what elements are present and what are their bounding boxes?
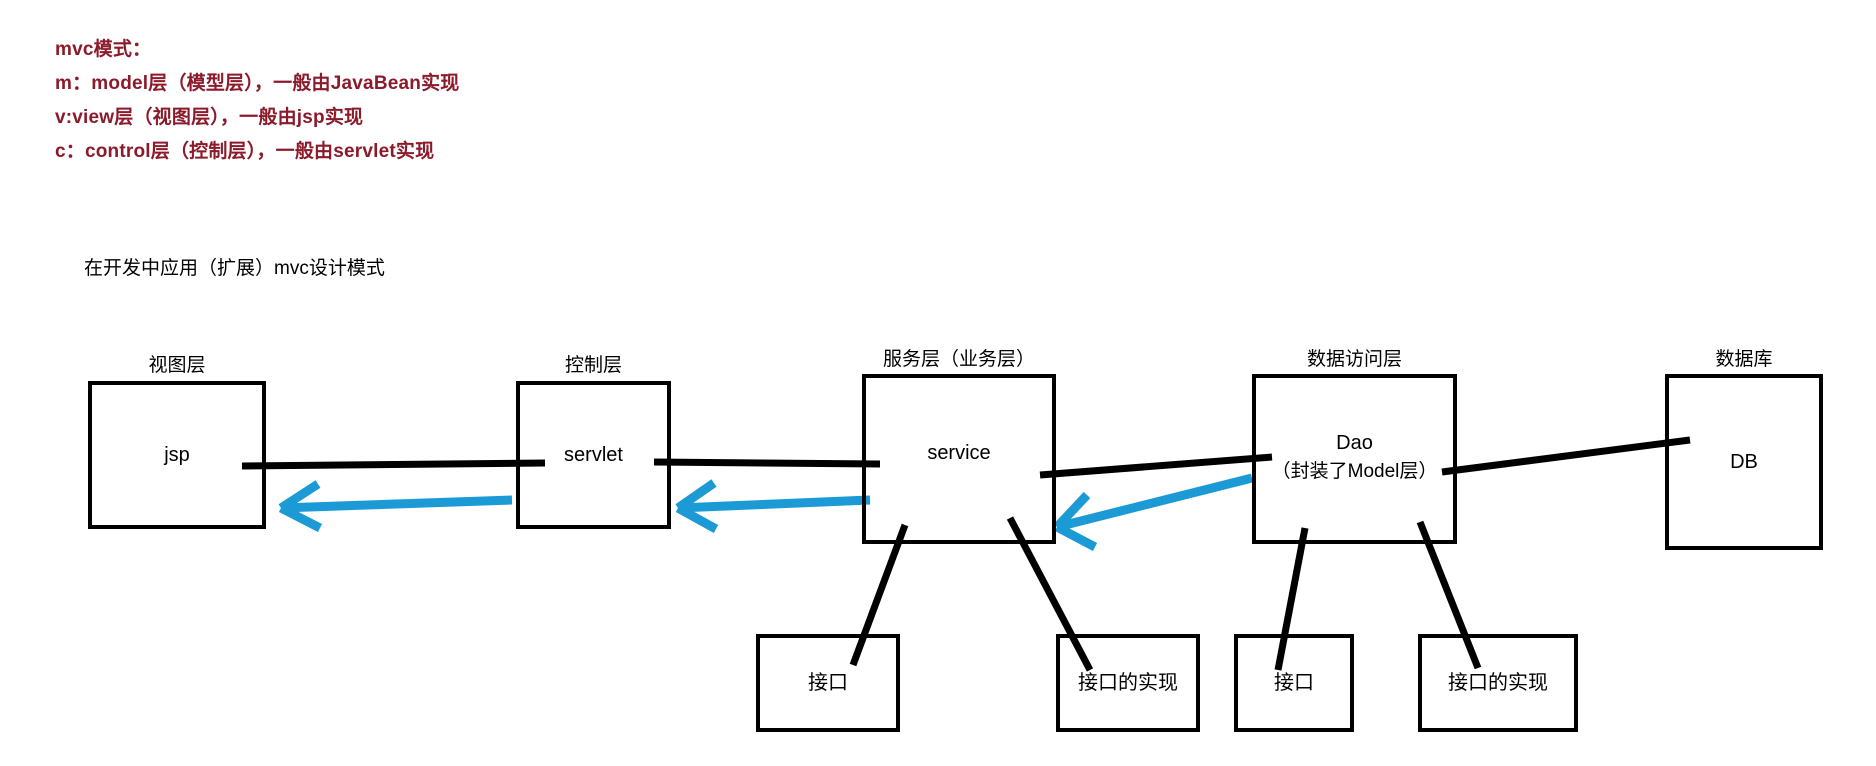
node-db-label: DB — [1730, 451, 1758, 473]
node-dao-label: Dao — [1336, 432, 1373, 454]
note-line-model: m：model层（模型层），一般由JavaBean实现 — [55, 73, 460, 94]
node-service-interface[interactable]: 接口 — [756, 634, 900, 732]
node-service-implementation-label: 接口的实现 — [1078, 672, 1178, 694]
note-line-view: v:view层（视图层），一般由jsp实现 — [55, 107, 364, 128]
node-dao[interactable]: Dao （封装了Model层） — [1252, 374, 1457, 544]
node-jsp[interactable]: jsp — [88, 381, 266, 529]
node-jsp-label: jsp — [164, 444, 190, 466]
node-db[interactable]: DB — [1665, 374, 1823, 550]
caption-data-access-layer: 数据访问层 — [1306, 349, 1402, 370]
arrow-dao-to-service — [1053, 473, 1254, 551]
return-flow-arrows — [278, 473, 1254, 551]
node-service-label: service — [927, 442, 991, 464]
node-service-interface-label: 接口 — [808, 672, 848, 694]
tether-dao-impl — [1416, 520, 1482, 670]
node-dao-implementation-label: 接口的实现 — [1448, 672, 1548, 694]
node-dao-implementation[interactable]: 接口的实现 — [1418, 634, 1578, 732]
node-servlet-label: servlet — [564, 444, 623, 466]
node-service-implementation[interactable]: 接口的实现 — [1056, 634, 1200, 732]
caption-view-layer: 视图层 — [148, 355, 206, 376]
node-dao-sublabel: （封装了Model层） — [1271, 461, 1438, 482]
forward-flow-lines — [241, 436, 1691, 479]
node-dao-interface-label: 接口 — [1274, 672, 1314, 694]
line-service-dao — [1039, 453, 1273, 479]
subnode-tethers — [849, 516, 1482, 672]
mvc-notes: mvc模式： m：model层（模型层），一般由JavaBean实现 v:vie… — [55, 33, 459, 169]
tether-service-interface — [849, 523, 909, 667]
caption-control-layer: 控制层 — [564, 355, 622, 376]
arrow-servlet-to-jsp — [278, 480, 513, 533]
diagram-subtitle: 在开发中应用（扩展）mvc设计模式 — [84, 258, 385, 279]
note-line-control: c：control层（控制层），一般由servlet实现 — [55, 141, 435, 162]
note-line-title: mvc模式： — [55, 39, 152, 60]
line-dao-db — [1441, 436, 1691, 476]
arrow-service-to-servlet — [675, 479, 871, 533]
node-service[interactable]: service — [862, 374, 1056, 544]
caption-service-layer: 服务层（业务层） — [882, 349, 1035, 370]
node-servlet[interactable]: servlet — [516, 381, 671, 529]
line-servlet-service — [653, 458, 881, 468]
node-dao-interface[interactable]: 接口 — [1234, 634, 1354, 732]
tether-dao-interface — [1274, 527, 1309, 671]
line-jsp-servlet — [241, 459, 546, 470]
caption-database-layer: 数据库 — [1715, 349, 1773, 370]
